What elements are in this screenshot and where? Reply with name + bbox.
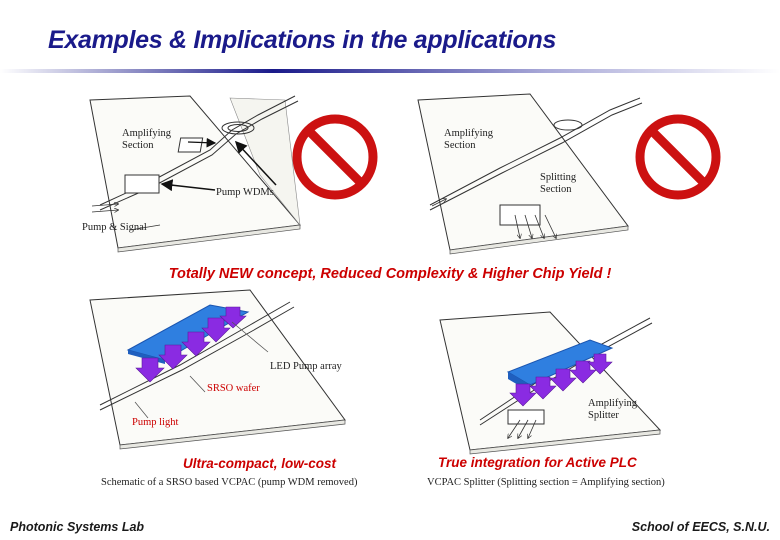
headline-ultra-compact: Ultra-compact, low-cost <box>183 456 337 471</box>
label-amplifying-splitter: Amplifying Splitter <box>588 398 637 422</box>
headline-true-integration: True integration for Active PLC <box>438 455 637 470</box>
pump-arrow-icon <box>509 353 613 407</box>
label-line: Splitting <box>540 172 577 183</box>
label-line: Section <box>540 184 572 195</box>
chip-top-right <box>417 93 643 255</box>
footer-school-name: School of EECS, S.N.U. <box>631 520 770 534</box>
label-led-pump-array: LED Pump array <box>270 361 342 372</box>
title-underline <box>0 69 780 73</box>
chip-bottom-left <box>89 289 346 450</box>
label-line: Amplifying <box>122 128 171 139</box>
chip-bottom-right <box>439 311 662 455</box>
label-line: Amplifying <box>444 128 493 139</box>
caption-srso-vcpac: Schematic of a SRSO based VCPAC (pump WD… <box>101 477 358 488</box>
chip-top-left <box>89 95 301 253</box>
caption-vcpac-splitter: VCPAC Splitter (Splitting section = Ampl… <box>427 477 665 488</box>
label-amplifying-section-left: Amplifying Section <box>122 128 171 152</box>
concept-statement: Totally NEW concept, Reduced Complexity … <box>168 266 612 282</box>
label-line: Splitter <box>588 410 619 421</box>
label-pump-wdms: Pump WDMs <box>216 187 274 198</box>
label-line: Amplifying <box>588 398 637 409</box>
pump-arrow-icon <box>135 306 247 383</box>
label-srso-wafer: SRSO wafer <box>207 383 260 394</box>
label-amplifying-section-right: Amplifying Section <box>444 128 493 152</box>
prohibited-icon <box>292 114 378 200</box>
prohibited-icon <box>635 114 721 200</box>
label-splitting-section: Splitting Section <box>540 172 576 196</box>
label-pump-light: Pump light <box>132 417 179 428</box>
footer-lab-name: Photonic Systems Lab <box>10 520 145 534</box>
label-line: Section <box>122 140 154 151</box>
label-line: Section <box>444 140 476 151</box>
page-title: Examples & Implications in the applicati… <box>48 26 557 54</box>
label-pump-signal: Pump & Signal <box>82 222 147 233</box>
